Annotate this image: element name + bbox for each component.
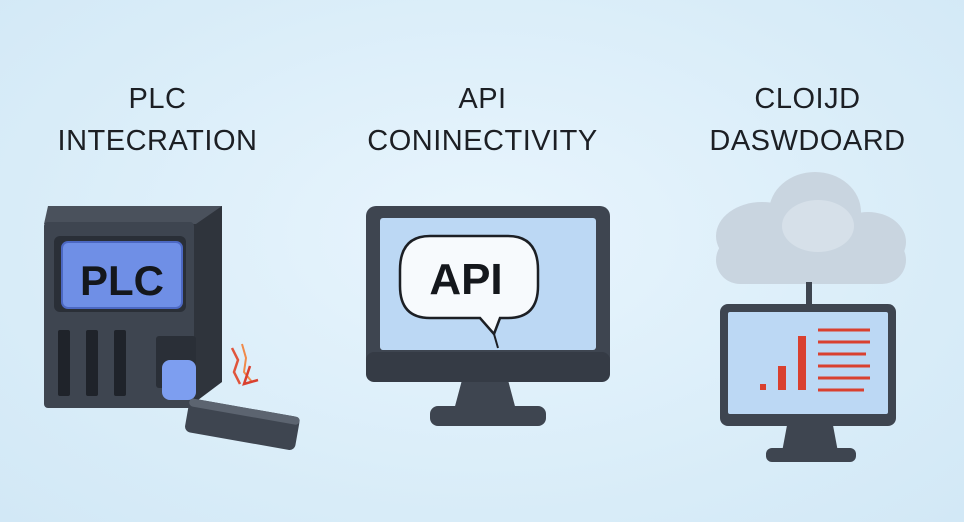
plc-screen-label: PLC bbox=[80, 257, 164, 304]
dashboard-list-lines-icon bbox=[818, 328, 870, 392]
cloud-title-line1: CLOIJD bbox=[754, 83, 861, 115]
plc-integration-title: PLC INTECRATION bbox=[20, 78, 295, 162]
cloud-icon bbox=[716, 172, 906, 284]
plc-title-line2: INTECRATION bbox=[57, 125, 258, 157]
monitor-api-bubble-icon: API bbox=[366, 206, 610, 426]
cloud-dashboard-title: CLOIJD DASWDOARD bbox=[670, 78, 945, 162]
api-connectivity-title: API CONINECTIVITY bbox=[345, 78, 620, 162]
api-title-line2: CONINECTIVITY bbox=[367, 125, 598, 157]
plc-cabinet-icon: PLC bbox=[44, 206, 300, 450]
cloud-title-line2: DASWDOARD bbox=[709, 125, 906, 157]
api-title-line1: API bbox=[458, 83, 507, 115]
cloud-dashboard-monitor-icon bbox=[716, 172, 906, 462]
dashboard-bar-chart-icon bbox=[760, 336, 806, 390]
plc-title-line1: PLC bbox=[128, 83, 187, 115]
api-bubble-label: API bbox=[429, 255, 502, 304]
